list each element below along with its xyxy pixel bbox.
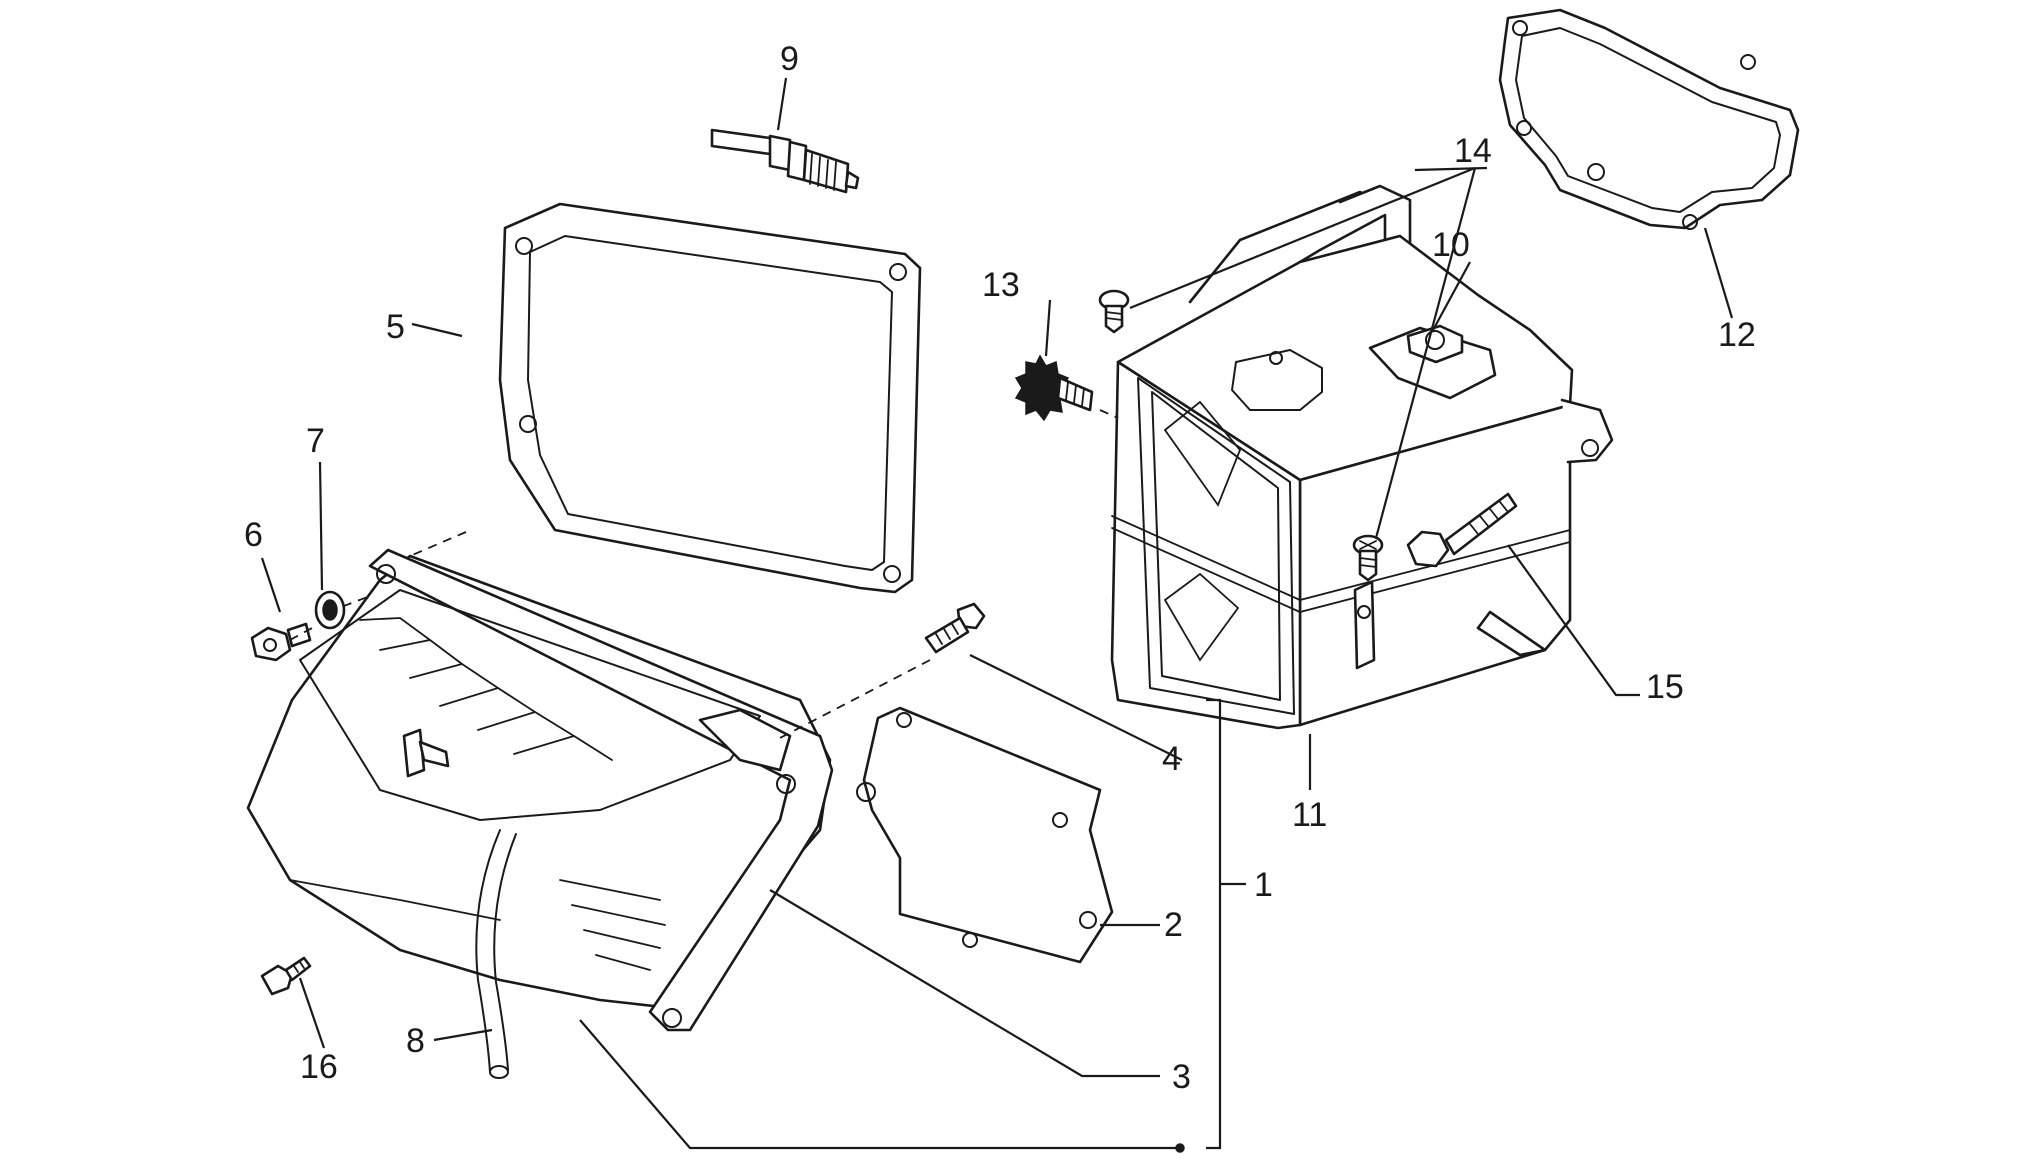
callout-7: 7	[306, 422, 325, 460]
callout-5: 5	[386, 308, 405, 346]
callout-10: 10	[1432, 226, 1470, 264]
reed-plate	[856, 706, 1114, 964]
cover-stud	[924, 602, 986, 654]
vent-screw	[1014, 354, 1094, 422]
callout-8: 8	[406, 1022, 425, 1060]
housing-screw-top	[1098, 289, 1130, 334]
cap-nut	[250, 622, 312, 662]
callout-6: 6	[244, 516, 263, 554]
valve-cover	[246, 548, 834, 1032]
rubber-washer	[314, 590, 346, 630]
callout-15: 15	[1646, 668, 1684, 706]
callout-4: 4	[1162, 740, 1181, 778]
housing-screw-side	[1352, 534, 1384, 582]
breather-hose	[475, 829, 517, 1079]
small-screw	[260, 956, 312, 996]
hex-bolt	[1406, 492, 1518, 568]
leader-lines	[260, 77, 1734, 1153]
callout-11: 11	[1292, 796, 1327, 834]
spark-plug	[710, 128, 860, 194]
callout-3: 3	[1172, 1058, 1191, 1096]
callout-2: 2	[1164, 906, 1183, 944]
callout-9: 9	[780, 40, 799, 78]
callout-1: 1	[1254, 866, 1273, 904]
small-gasket	[1498, 8, 1800, 230]
callout-16: 16	[300, 1048, 338, 1086]
cover-gasket	[498, 202, 922, 594]
housing-box	[1110, 184, 1614, 730]
callout-labels: 1 2 3 4 5 6 7 8 9 10 11 12 13 14 15 16	[244, 40, 1756, 1096]
callout-12: 12	[1718, 316, 1756, 354]
callout-14: 14	[1454, 132, 1492, 170]
callout-13: 13	[982, 266, 1020, 304]
